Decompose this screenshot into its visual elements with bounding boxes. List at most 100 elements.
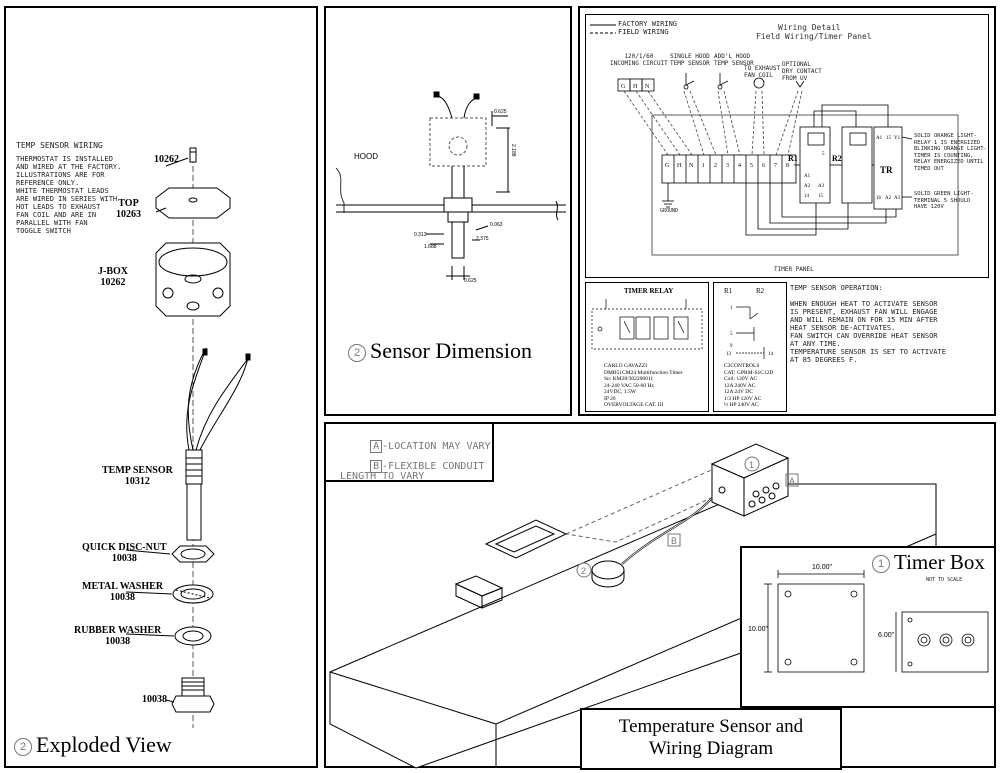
r1-pin-15: 15 <box>818 194 824 199</box>
part-label-metal-washer: METAL WASHER 10038 <box>82 581 164 603</box>
r-pin-5: 5 <box>730 332 733 337</box>
circuit-label: 120/1/60 INCOMING CIRCUIT <box>610 53 668 67</box>
ground-label: GROUND <box>660 208 679 214</box>
note-b-row: B-FLEXIBLE CONDUIT LENGTH TO VARY <box>334 452 485 492</box>
r-relay-box: R1 R2 1 5 9 13 14 C3CONTROLS CAT: GPRM-S… <box>713 282 787 412</box>
terminal-2: 2 <box>714 163 717 169</box>
wiring-detail-subtitle: Field Wiring/Timer Panel <box>756 32 872 41</box>
tr-pin-a1: A1 <box>876 136 883 141</box>
wiring-schematic: G H N G H N 1 2 3 4 5 6 7 8 R1 R2 TR A1 … <box>617 73 959 256</box>
tr-label: TR <box>880 165 893 175</box>
exploded-drawing <box>125 147 251 728</box>
dim-d3: 0.063 <box>490 222 503 228</box>
timer-relay-schematic <box>591 299 703 350</box>
isometric-panel: A-LOCATION MAY VARY B-FLEXIBLE CONDUIT L… <box>324 422 996 770</box>
r1-pin-a3: A3 <box>818 184 825 189</box>
dim-d4: 2.375 <box>476 236 489 242</box>
r1-pin-a1: A1 <box>804 174 811 179</box>
terminal-7: 7 <box>774 163 777 169</box>
wiring-heading: TEMP SENSOR WIRING <box>16 141 103 150</box>
dim-d6: 1.688 <box>424 244 437 250</box>
sensor-dimension-panel: HOOD <box>324 6 572 416</box>
note-orange: SOLID ORANGE LIGHT- RELAY 1 IS ENERGIZED… <box>914 133 987 172</box>
timer-relay-box: TIMER RELAY CARLO GAVAZZI DMB51CM24 Mult… <box>585 282 709 412</box>
iso-sensor-num: 2 <box>581 566 586 576</box>
sensor-dimension-drawing: 0.625 2.188 0.063 2.375 0.313 1.688 0.62… <box>335 91 566 284</box>
r-pin-9: 9 <box>730 344 733 349</box>
wiring-outer-panel: FACTORY WIRING FIELD WIRING Wiring Detai… <box>578 6 996 416</box>
addl-hood-label: ADD'L HOOD TEMP SENSOR <box>714 53 754 67</box>
part-label-jbox: J-BOX 10262 <box>98 266 128 288</box>
iso-tag-a: A <box>789 476 795 486</box>
iso-tag-b: B <box>671 536 677 546</box>
title-line-2: Wiring Diagram <box>648 738 774 759</box>
section-number-badge: 2 <box>348 343 366 362</box>
ghn-n: N <box>645 84 650 90</box>
wiring-detail-box: FACTORY WIRING FIELD WIRING Wiring Detai… <box>585 14 989 278</box>
r-relay-r1: R1 <box>724 287 733 295</box>
terminal-6: 6 <box>762 163 765 169</box>
r1-label: R1 <box>788 154 798 163</box>
exploded-title-text: Exploded View <box>36 732 172 757</box>
wiring-legend-lines <box>590 24 616 34</box>
note-a-text: -LOCATION MAY VARY <box>382 441 491 452</box>
single-hood-label: SINGLE HOOD TEMP SENSOR <box>670 53 710 67</box>
timer-relay-title: TIMER RELAY <box>624 287 674 295</box>
wiring-detail-title: Wiring Detail <box>778 23 841 32</box>
terminal-3: 3 <box>726 163 729 169</box>
r-pin-13: 13 <box>726 352 732 357</box>
height-dim: 10.00" <box>748 626 769 633</box>
operation-heading: TEMP SENSOR OPERATION: <box>790 284 883 292</box>
title-line-1: Temperature Sensor and <box>618 716 804 737</box>
tr-pin-15: 15 <box>886 136 892 141</box>
part-label-screw: 10262 <box>154 154 179 165</box>
r1-pin-14: 14 <box>804 194 810 199</box>
ghn-h: H <box>633 84 638 90</box>
part-label-rubber-washer: RUBBER WASHER 10038 <box>74 625 162 647</box>
timer-relay-specs: CARLO GAVAZZI DMB51CM24 Multifunction Ti… <box>604 363 683 408</box>
dim-d1: 0.625 <box>494 109 507 115</box>
r1-pin-5: 5 <box>822 152 825 157</box>
part-label-top: TOP 10263 <box>116 198 141 220</box>
legend-field: FIELD WIRING <box>618 28 669 36</box>
terminal-g: G <box>665 163 670 169</box>
terminal-8: 8 <box>786 163 789 169</box>
terminal-5: 5 <box>750 163 753 169</box>
timer-box-views <box>764 570 989 673</box>
not-to-scale: NOT TO SCALE <box>926 577 963 583</box>
terminal-n: N <box>689 163 694 169</box>
part-label-fitting: 10038 <box>142 694 167 705</box>
section-number-badge: 1 <box>872 555 890 574</box>
terminal-h: H <box>677 163 682 169</box>
dim-d7: 0.625 <box>464 278 477 284</box>
sensor-title-text: Sensor Dimension <box>370 338 532 363</box>
wiring-note: THERMOSTAT IS INSTALLED AND WIRED AT THE… <box>16 155 122 235</box>
part-label-disc-nut: QUICK DISC-NUT 10038 <box>82 542 167 564</box>
terminal-4: 4 <box>738 163 741 169</box>
side-height-dim: 6.00" <box>878 632 895 639</box>
exploded-view-panel: TEMP SENSOR WIRING THERMOSTAT IS INSTALL… <box>4 6 318 768</box>
ghn-g: G <box>621 84 626 90</box>
r-pin-1: 1 <box>730 306 733 311</box>
notes-box: A-LOCATION MAY VARY B-FLEXIBLE CONDUIT L… <box>324 422 494 482</box>
note-a-row: A-LOCATION MAY VARY <box>334 430 491 463</box>
part-label-temp-sensor: TEMP SENSOR 10312 <box>102 465 173 487</box>
note-green: SOLID GREEN LIGHT- TERMINAL 5 SHOULD HAV… <box>914 191 974 210</box>
legend-factory: FACTORY WIRING <box>618 20 678 28</box>
tr-pin-y1: Y1 <box>894 136 901 141</box>
r-pin-14: 14 <box>768 352 774 357</box>
dim-d2: 2.188 <box>510 144 516 157</box>
note-b-tag: B <box>370 460 383 473</box>
title-block: Temperature Sensor and Wiring Diagram <box>580 708 842 770</box>
tr-pin-a2: A2 <box>885 196 892 201</box>
section-number-badge: 2 <box>14 737 32 756</box>
operation-text: WHEN ENOUGH HEAT TO ACTIVATE SENSOR IS P… <box>790 300 946 364</box>
dim-d5: 0.313 <box>414 232 427 238</box>
terminal-1: 1 <box>702 163 705 169</box>
tr-pin-16: 16 <box>876 196 882 201</box>
timer-panel-label: TIMER PANEL <box>774 266 814 273</box>
iso-box-num: 1 <box>749 460 754 470</box>
